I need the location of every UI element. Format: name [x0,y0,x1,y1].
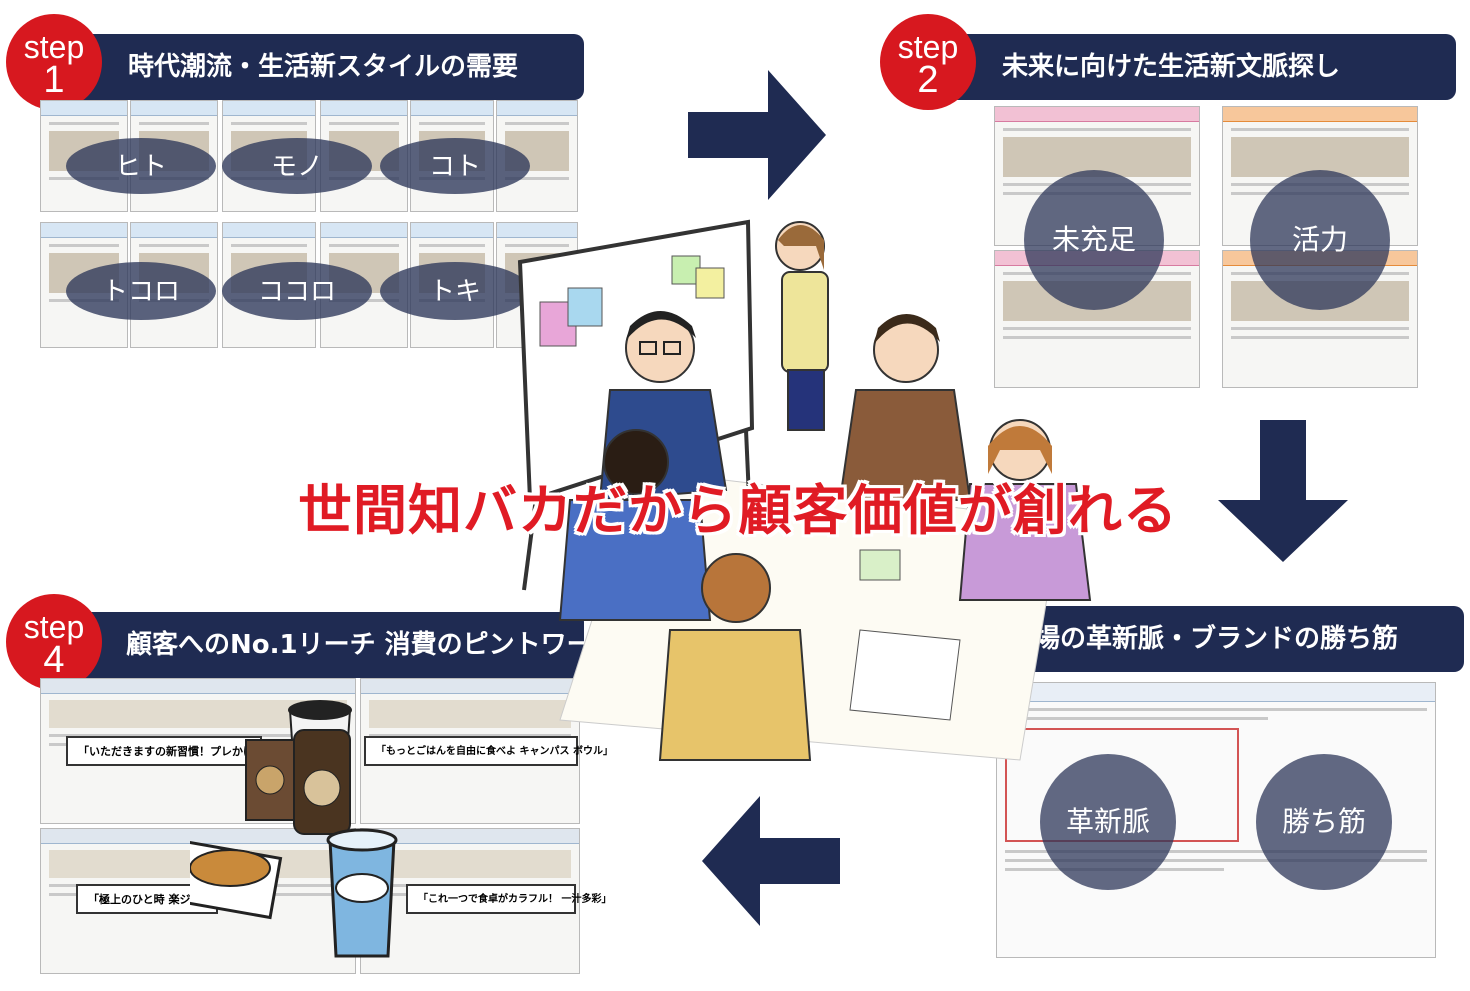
step2-title: 未来に向けた生活新文脈探し [1002,52,1341,82]
step1-badge-word: step [23,29,85,65]
center-title: 世間知バカだから顧客価値が創れる [298,479,1178,542]
step1-keyword: コト [428,151,481,181]
step4-callout: 「もっとごはんを自由に食べよ キャンパス ボウル」 [364,736,613,766]
step3-keyword: 革新脈 [1065,806,1150,837]
step4-title: 顧客へのNo.1リーチ 消費のピントワード [126,630,584,660]
step2-keyword-circle: 活力 [1250,170,1390,310]
step3-keyword-circle: 革新脈 [1040,754,1176,890]
step1-keyword-oval: コト [380,138,530,194]
arrow-right-icon [688,70,826,200]
step4-callout: 「極上のひと時 楽ジュアリー」 [76,884,245,914]
step1-keyword: モノ [270,151,323,181]
step1-keyword: ココロ [257,276,336,306]
step1-badge: step 1 [6,14,102,110]
step4-callout: 「これ一つで食卓がカラフル！ 一汁多彩」 [406,884,611,914]
step3-keyword: 勝ち筋 [1281,806,1366,837]
arrow-left-icon [702,796,840,926]
step1-title: 時代潮流・生活新スタイルの需要 [128,52,519,82]
step1-keyword: トキ [428,276,481,306]
step2-badge-number: 2 [917,59,939,101]
step2-header-bar: 未来に向けた生活新文脈探し [914,34,1456,100]
step4-badge-word: step [23,609,85,645]
step2-badge-word: step [897,29,959,65]
step1-keyword: トコロ [101,276,180,306]
step1-keyword-oval: トコロ [66,262,216,320]
meeting-illustration [517,219,1092,761]
step1-keyword-oval: ココロ [222,262,372,320]
step1-keyword-oval: トキ [380,262,530,320]
step4-badge: step 4 [6,594,102,690]
step2-keyword: 活力 [1291,224,1348,255]
step3-keyword-circle: 勝ち筋 [1256,754,1392,890]
step4-header-bar: 顧客へのNo.1リーチ 消費のピントワード [40,612,584,678]
arrow-down-icon [1218,420,1348,562]
step1-header-bar: 時代潮流・生活新スタイルの需要 [40,34,584,100]
step2-badge: step 2 [880,14,976,110]
step1-keyword-oval: ヒト [66,138,216,194]
step1-badge-number: 1 [43,59,65,101]
step2-keyword-circle: 未充足 [1024,170,1164,310]
step3-title: 市場の革新脈・ブランドの勝ち筋 [1008,624,1399,654]
step2-keyword: 未充足 [1051,224,1136,255]
step4-badge-number: 4 [43,639,65,681]
step1-keyword: ヒト [114,151,167,181]
step4-products-illustration [190,700,398,958]
step1-keyword-oval: モノ [222,138,372,194]
